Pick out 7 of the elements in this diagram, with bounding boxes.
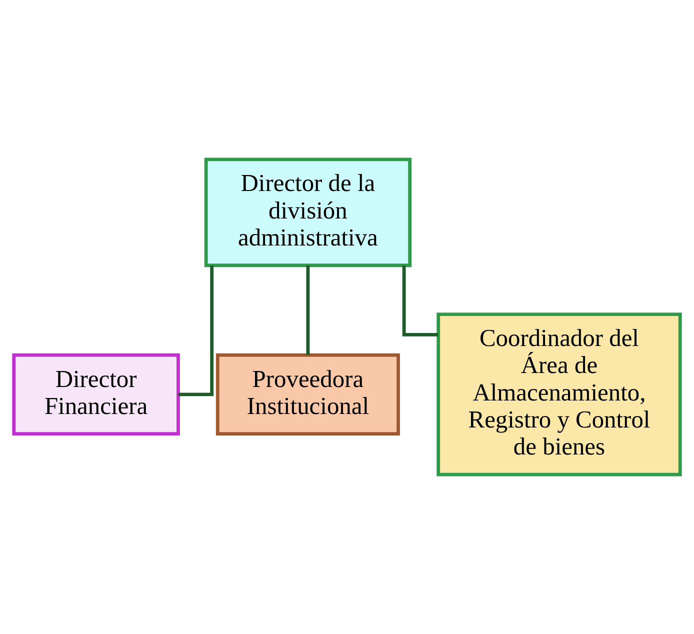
node-box: Director de la división administrativa (204, 158, 412, 268)
node-box: Proveedora Institucional (216, 353, 400, 436)
node-box: Coordinador del Área de Almacenamiento, Registro y Control de bienes (436, 312, 682, 476)
connector (178, 266, 214, 396)
connector (306, 266, 310, 355)
connector (402, 266, 438, 336)
node-box: Director Financiera (12, 353, 180, 436)
